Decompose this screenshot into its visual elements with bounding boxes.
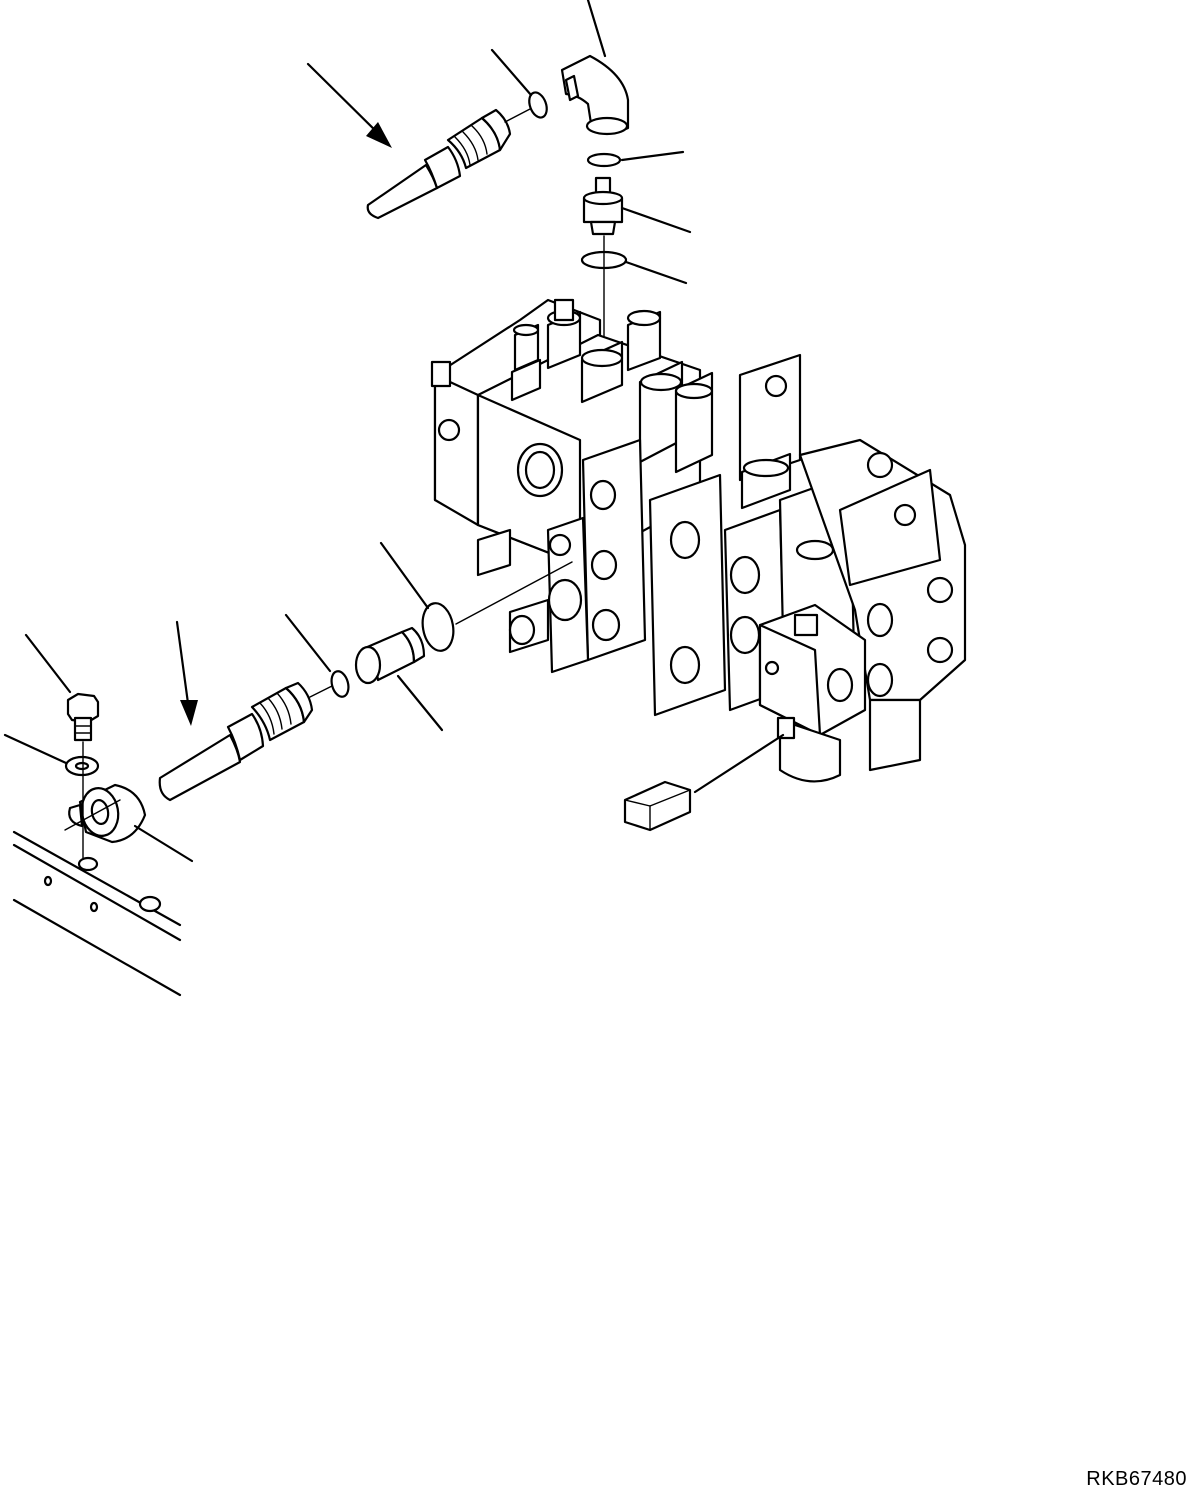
washer — [3, 733, 100, 777]
clamp — [64, 783, 194, 863]
lower-large-o-ring — [379, 541, 455, 652]
elbow-o-ring — [586, 150, 685, 168]
drawing-code: RKB67480 — [1086, 1468, 1187, 1490]
upper-hose — [366, 108, 531, 220]
upper-adapter — [582, 176, 692, 236]
upper-large-o-ring — [580, 250, 688, 285]
mounting-frame — [12, 830, 182, 997]
lower-hose-arrow — [175, 620, 198, 726]
bolt — [24, 633, 100, 742]
lower-hose — [158, 681, 333, 802]
control-valve — [430, 298, 967, 783]
lower-adapter — [354, 626, 444, 732]
upper-small-o-ring — [490, 48, 548, 119]
upper-hose-arrow — [306, 62, 392, 148]
sensor-connector — [623, 733, 785, 832]
lower-centerline — [455, 561, 573, 625]
elbow-fitting — [560, 0, 630, 136]
